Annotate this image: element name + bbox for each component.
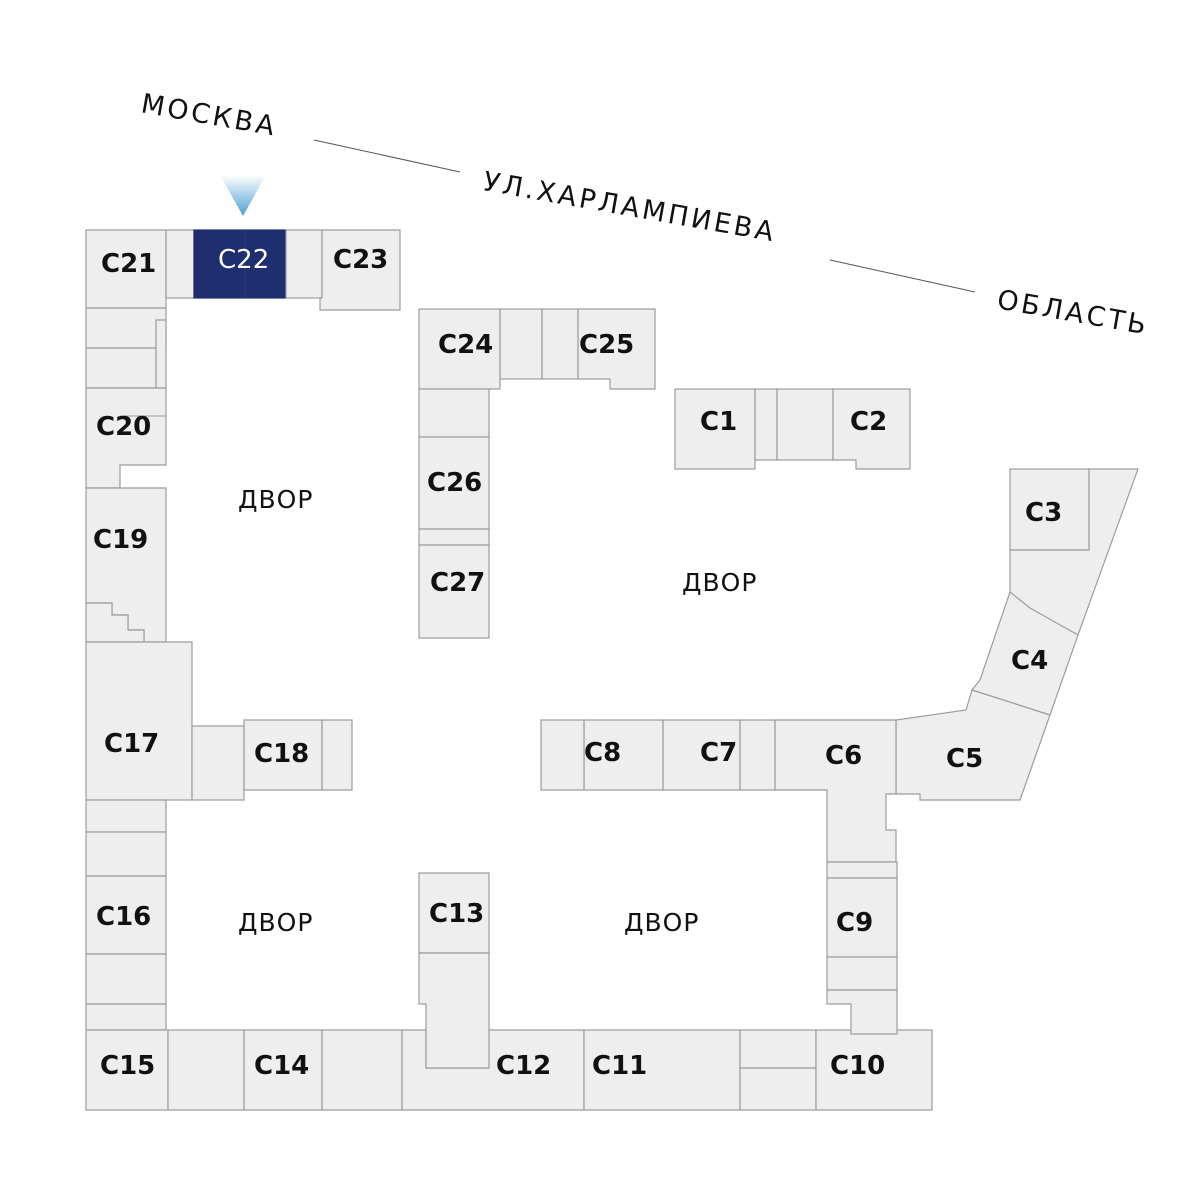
section-label-c6: С6	[825, 741, 862, 771]
building-segment	[321, 1029, 403, 1111]
building-segment	[85, 307, 167, 349]
building-segment	[826, 861, 898, 879]
section-c23[interactable]	[319, 229, 401, 311]
section-label-c17: С17	[104, 729, 159, 759]
road-line-2	[829, 259, 976, 293]
building-segment	[739, 1029, 817, 1069]
building-segment	[739, 1067, 817, 1111]
section-c2[interactable]	[832, 388, 911, 470]
building-segment	[191, 725, 245, 801]
section-label-c20: С20	[96, 412, 151, 442]
section-c17[interactable]	[85, 641, 193, 801]
building-segment	[155, 319, 167, 389]
building-segment	[826, 956, 898, 991]
section-label-c21: С21	[101, 249, 156, 279]
building-segment	[418, 528, 490, 546]
courtyard-label-bottom-left: ДВОР	[238, 908, 313, 937]
building-segment	[754, 388, 778, 461]
section-label-c25: С25	[579, 330, 634, 360]
section-label-c3: С3	[1025, 498, 1062, 528]
section-label-c22: С22	[218, 245, 269, 275]
building-segment	[85, 953, 167, 1005]
building-segment	[85, 799, 167, 833]
section-c15[interactable]	[85, 1029, 169, 1111]
section-label-c24: С24	[438, 330, 493, 360]
section-c7[interactable]	[662, 719, 741, 791]
street-label-moscow: МОСКВА	[139, 88, 280, 142]
section-c10[interactable]	[815, 1029, 933, 1111]
courtyard-label-bottom-right: ДВОР	[624, 908, 699, 937]
road-line-1	[313, 139, 461, 173]
section-label-c1: С1	[700, 407, 737, 437]
building-segment	[321, 719, 353, 791]
building-segment	[285, 229, 323, 299]
building-segment	[167, 1029, 245, 1111]
section-label-c27: С27	[430, 568, 485, 598]
section-c22[interactable]	[193, 229, 287, 299]
building-segment	[499, 308, 543, 380]
section-c27[interactable]	[418, 544, 490, 639]
section-label-c11: С11	[592, 1051, 647, 1081]
section-c24[interactable]	[418, 308, 501, 390]
section-label-c19: С19	[93, 525, 148, 555]
section-label-c18: С18	[254, 739, 309, 769]
section-c18[interactable]	[243, 719, 323, 791]
section-label-c2: С2	[850, 407, 887, 437]
section-label-c23: С23	[333, 245, 388, 275]
section-c13[interactable]	[418, 872, 490, 954]
building-segment	[418, 952, 490, 1069]
section-c16[interactable]	[85, 875, 167, 955]
building-segment	[739, 719, 776, 791]
building-segment	[826, 989, 898, 1035]
section-label-c14: С14	[254, 1051, 309, 1081]
building-segment	[165, 229, 195, 299]
section-label-c5: С5	[946, 744, 983, 774]
section-label-c4: С4	[1011, 646, 1048, 676]
section-label-c9: С9	[836, 908, 873, 938]
down-triangle-marker-icon	[220, 175, 266, 216]
section-c25[interactable]	[577, 308, 656, 390]
building-segment	[418, 388, 490, 438]
building-segment	[541, 308, 579, 380]
section-c21[interactable]	[85, 229, 167, 309]
courtyard-label-top-left: ДВОР	[238, 485, 313, 514]
section-label-c8: С8	[584, 738, 621, 768]
street-label-region: ОБЛАСТЬ	[995, 284, 1151, 341]
street-label-name: УЛ.ХАРЛАМПИЕВА	[481, 166, 779, 248]
building-segment	[85, 1003, 167, 1031]
section-label-c15: С15	[100, 1051, 155, 1081]
building-segment	[776, 388, 834, 461]
building-segment	[85, 347, 157, 389]
building-segment	[540, 719, 585, 791]
section-label-c16: С16	[96, 902, 151, 932]
courtyard-label-top-right: ДВОР	[682, 568, 757, 597]
section-c6[interactable]	[774, 719, 897, 863]
section-label-c12: С12	[496, 1051, 551, 1081]
section-label-c10: С10	[830, 1051, 885, 1081]
section-label-c7: С7	[700, 738, 737, 768]
section-label-c26: С26	[427, 468, 482, 498]
building-segment	[85, 831, 167, 877]
section-label-c13: С13	[429, 899, 484, 929]
section-c3[interactable]	[1009, 468, 1090, 551]
section-c11[interactable]	[583, 1029, 741, 1111]
section-c9[interactable]	[826, 877, 898, 958]
section-c26[interactable]	[418, 436, 490, 530]
section-c8[interactable]	[583, 719, 664, 791]
section-c14[interactable]	[243, 1029, 323, 1111]
